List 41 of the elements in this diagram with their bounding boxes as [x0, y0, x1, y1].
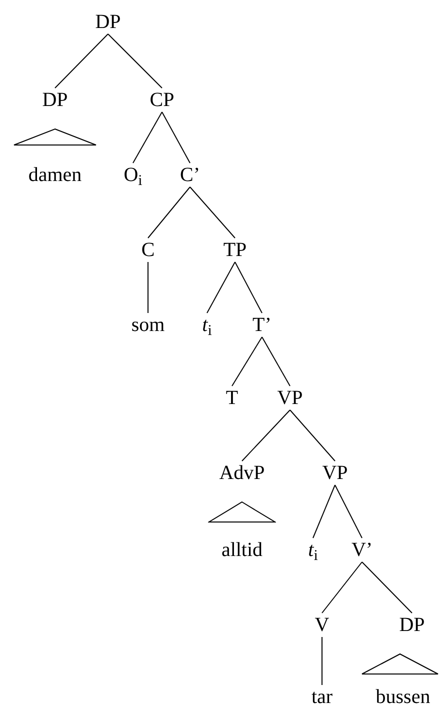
tree-label: C’ — [180, 165, 200, 185]
tree-branch — [190, 186, 236, 238]
tree-label: C — [141, 240, 155, 260]
triangle — [208, 501, 276, 523]
tree-label: CP — [150, 90, 174, 110]
tree-branch — [290, 410, 336, 462]
tree-branch — [242, 410, 290, 462]
tree-label: O$_{i}$ — [124, 165, 142, 185]
tree-branch — [132, 112, 162, 164]
tree-label: AdvP — [219, 463, 265, 483]
tree-branch — [108, 34, 162, 88]
tree-label: VP — [277, 388, 303, 408]
tree-label: T’ — [252, 315, 272, 335]
tree-label: bussen — [376, 687, 430, 707]
tree-label: DP — [42, 90, 68, 110]
tree-branch — [334, 484, 362, 538]
tree-label: damen — [28, 165, 82, 185]
tree-branch — [312, 484, 336, 538]
tree-branch — [148, 186, 190, 238]
tree-branch — [322, 562, 362, 614]
tree-label: t$_{i}$ — [202, 315, 212, 335]
tree-branch — [262, 336, 290, 386]
tree-label: TP — [223, 240, 247, 260]
tree-label: V — [314, 615, 330, 635]
tree-label: VP — [322, 463, 348, 483]
tree-branch — [362, 562, 412, 614]
tree-label: alltid — [221, 540, 263, 560]
tree-label: DP — [399, 615, 425, 635]
tree-branch — [206, 262, 236, 314]
triangle — [361, 653, 439, 675]
tree-branch — [162, 112, 190, 164]
tree-label: V’ — [351, 540, 373, 560]
tree-branch — [234, 262, 262, 314]
triangle — [13, 128, 97, 146]
tree-label: t$_{i}$ — [308, 540, 318, 560]
tree-label: T — [226, 388, 238, 408]
tree-label: tar — [311, 687, 333, 707]
tree-label: som — [131, 315, 165, 335]
tree-label: DP — [95, 12, 121, 32]
tree-branch — [54, 34, 108, 88]
tree-branch — [232, 336, 262, 386]
